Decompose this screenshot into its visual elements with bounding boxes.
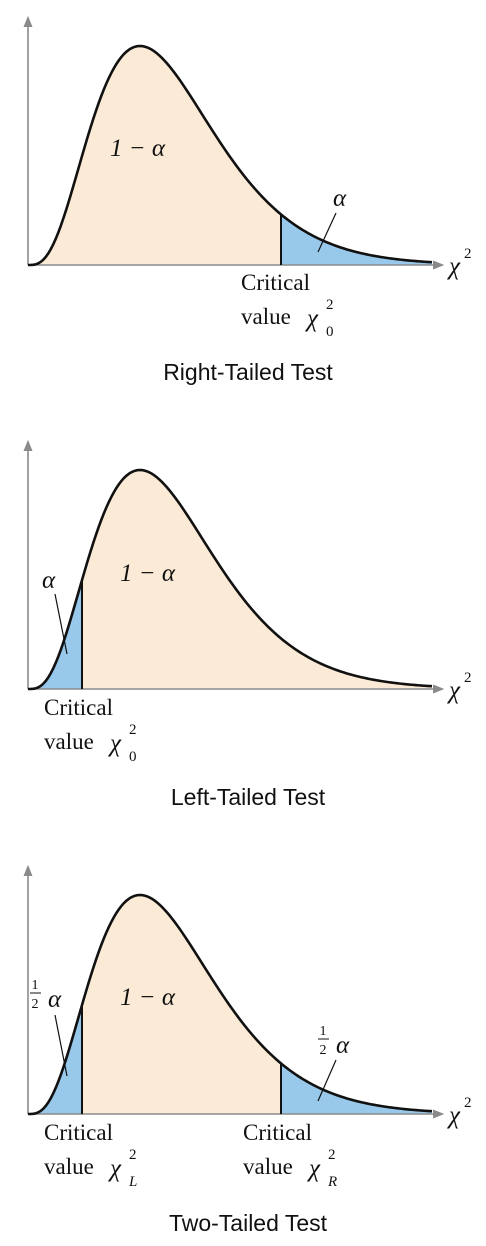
L-subscript: L bbox=[128, 1174, 137, 1190]
squared-superscript: 2 bbox=[129, 722, 137, 738]
alpha-symbol: α bbox=[48, 986, 62, 1013]
squared-superscript: 2 bbox=[326, 297, 334, 313]
area-label-one-minus-alpha: 1 − α bbox=[110, 135, 166, 162]
half-alpha-leader-left bbox=[54, 1014, 68, 1077]
critical-text: Critical bbox=[241, 270, 310, 295]
chi-symbol: χ bbox=[447, 1102, 461, 1129]
squared-superscript: 2 bbox=[129, 1147, 137, 1163]
panel-title: Right-Tailed Test bbox=[163, 359, 333, 385]
x-axis-label-chi-squared: χ 2 bbox=[447, 1095, 472, 1129]
half-numerator: 1 bbox=[320, 1024, 327, 1039]
area-label-one-minus-alpha: 1 − α bbox=[120, 984, 176, 1011]
panel-two-tailed: 1 − α 1 2 α 1 2 α χ 2 Critical value χ 2… bbox=[23, 864, 472, 1236]
critical-value-label: Critical value χ 2 0 bbox=[44, 695, 137, 765]
critical-value-label-left: Critical value χ 2 L bbox=[44, 1120, 137, 1190]
critical-value-label-right: Critical value χ 2 R bbox=[243, 1120, 337, 1190]
area-label-alpha: α bbox=[42, 567, 56, 594]
value-text: value bbox=[243, 1154, 293, 1179]
x-axis-label-chi-squared: χ 2 bbox=[447, 670, 472, 704]
chi-symbol: χ bbox=[305, 305, 319, 332]
half-numerator: 1 bbox=[32, 978, 39, 993]
panel-title: Left-Tailed Test bbox=[171, 784, 326, 810]
acceptance-region bbox=[28, 46, 281, 265]
half-denominator: 2 bbox=[320, 1043, 327, 1058]
critical-text: Critical bbox=[243, 1120, 312, 1145]
panel-right-tailed: 1 − α α χ 2 Critical value χ 2 0 Right-T… bbox=[23, 15, 472, 385]
critical-text: Critical bbox=[44, 695, 113, 720]
zero-subscript: 0 bbox=[129, 749, 137, 765]
rejection-region-right bbox=[281, 1063, 432, 1114]
area-label-half-alpha-right: 1 2 α bbox=[318, 1024, 350, 1059]
squared-superscript: 2 bbox=[328, 1147, 336, 1163]
squared-superscript: 2 bbox=[464, 670, 472, 686]
panel-title: Two-Tailed Test bbox=[169, 1210, 328, 1236]
chi-symbol: χ bbox=[447, 253, 461, 280]
density-curve bbox=[27, 468, 433, 691]
rejection-region-left bbox=[28, 1005, 82, 1114]
critical-text: Critical bbox=[44, 1120, 113, 1145]
x-axis-label-chi-squared: χ 2 bbox=[447, 246, 472, 280]
alpha-symbol: α bbox=[336, 1032, 350, 1059]
acceptance-region bbox=[82, 895, 281, 1114]
half-denominator: 2 bbox=[32, 997, 39, 1012]
value-text: value bbox=[241, 304, 291, 329]
rejection-region-left bbox=[28, 580, 82, 689]
chi-symbol: χ bbox=[307, 1155, 321, 1182]
rejection-region-right bbox=[281, 214, 432, 265]
half-alpha-leader-right bbox=[317, 1059, 337, 1102]
area-label-alpha: α bbox=[333, 185, 347, 212]
alpha-leader-line bbox=[317, 212, 337, 253]
chi-symbol: χ bbox=[108, 1155, 122, 1182]
zero-subscript: 0 bbox=[326, 324, 334, 340]
value-text: value bbox=[44, 1154, 94, 1179]
alpha-leader-line bbox=[54, 593, 68, 655]
squared-superscript: 2 bbox=[464, 246, 472, 262]
density-curve bbox=[27, 893, 433, 1116]
acceptance-region bbox=[82, 470, 432, 689]
area-label-one-minus-alpha: 1 − α bbox=[120, 560, 176, 587]
chi-symbol: χ bbox=[108, 730, 122, 757]
panel-left-tailed: 1 − α α χ 2 Critical value χ 2 0 Left-Ta… bbox=[23, 439, 472, 810]
squared-superscript: 2 bbox=[464, 1095, 472, 1111]
critical-value-label: Critical value χ 2 0 bbox=[241, 270, 334, 340]
R-subscript: R bbox=[327, 1174, 337, 1190]
density-curve bbox=[27, 44, 433, 267]
chi-symbol: χ bbox=[447, 677, 461, 704]
area-label-half-alpha-left: 1 2 α bbox=[30, 978, 62, 1013]
value-text: value bbox=[44, 729, 94, 754]
